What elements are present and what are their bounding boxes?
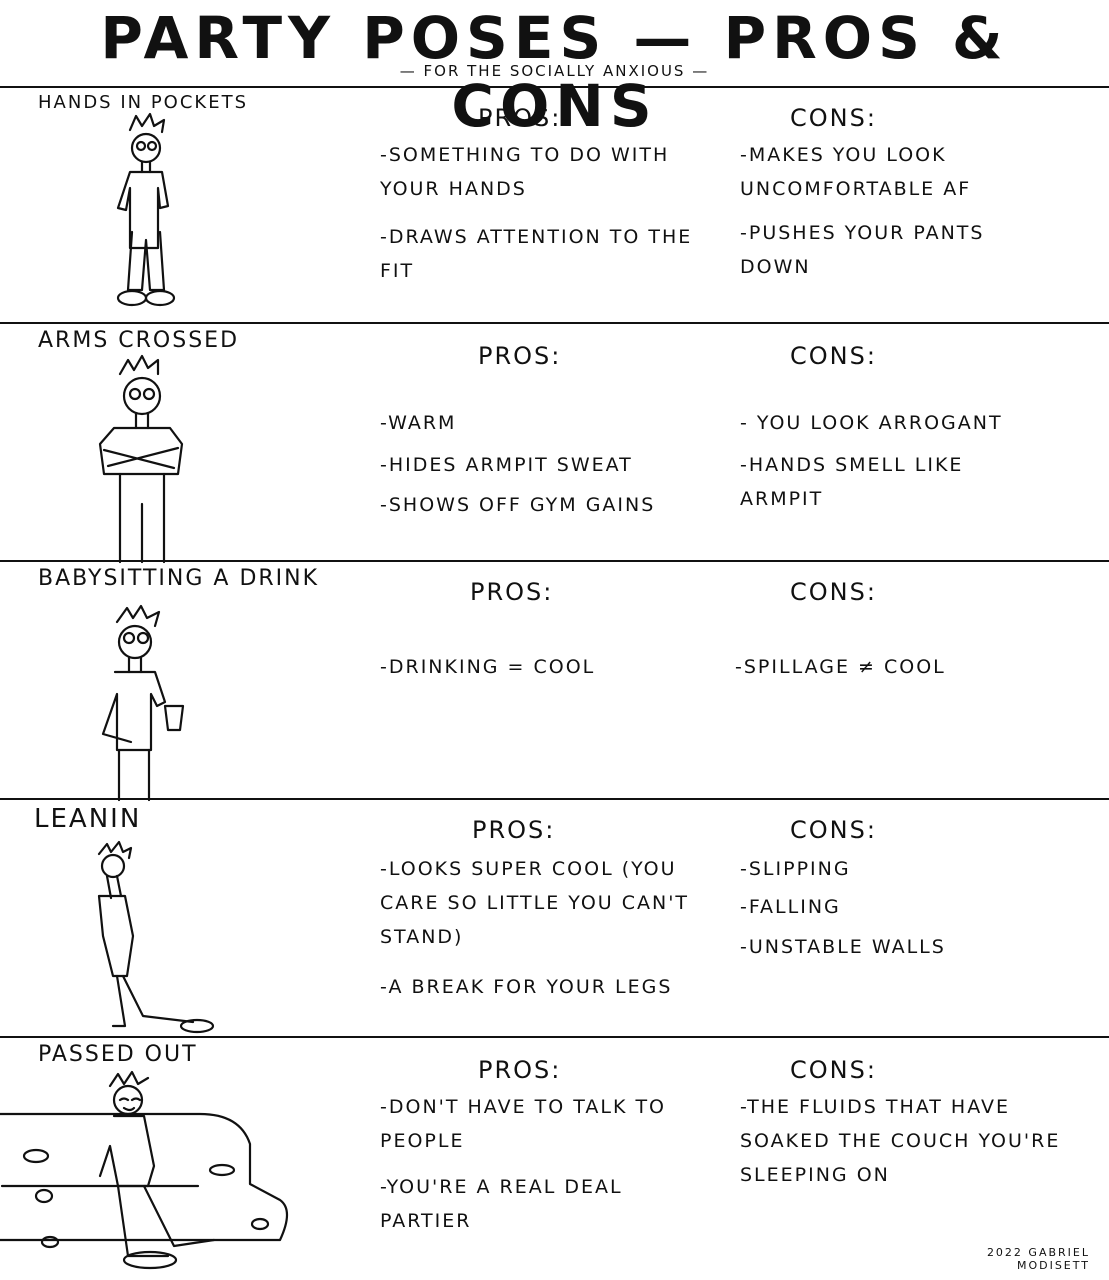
cons-heading: Cons: [790, 1056, 877, 1084]
pro-item: -Warm [380, 412, 457, 434]
pros-heading: Pros: [470, 578, 554, 606]
cons-heading: Cons: [790, 816, 877, 844]
artist-signature: 2022 Gabriel Modisett [950, 1246, 1090, 1272]
pro-item: -Looks super cool (you care so little yo… [380, 858, 690, 948]
con-item: -Unstable walls [740, 936, 946, 958]
pose-row-babysitting-a-drink: Babysitting a Drink Pros: Cons: -Drinkin… [0, 560, 1109, 802]
pose-row-leanin: Leanin Pros: Cons: -Looks super cool (yo… [0, 798, 1109, 1038]
con-item: -Makes you look uncomfortable AF [740, 144, 972, 200]
con-item: -Falling [740, 896, 841, 918]
header: Party Poses — Pros & Cons — For the Soci… [0, 0, 1109, 140]
pro-item: -Hides armpit sweat [380, 454, 633, 476]
con-item: -Spillage ≠ cool [735, 656, 946, 678]
arms-crossed-figure [98, 354, 184, 564]
pro-item: -You're a real deal partier [380, 1176, 623, 1232]
pro-item: -Something to do with your hands [380, 144, 670, 200]
con-item: - You look arrogant [740, 412, 1003, 434]
signature-line: 2022 Gabriel [986, 1246, 1090, 1259]
passed-out-figure [0, 1070, 289, 1270]
pose-name: Passed Out [38, 1042, 198, 1067]
con-item: -The fluids that have soaked the couch y… [740, 1096, 1061, 1186]
pro-item: -Shows off gym gains [380, 494, 656, 516]
pose-row-hands-in-pockets: Hands in Pockets Pros: Cons: -Something … [0, 86, 1109, 324]
pro-item: -A break for your legs [380, 976, 673, 998]
cons-heading: Cons: [790, 578, 877, 606]
hands-in-pockets-figure [116, 112, 176, 307]
pros-heading: Pros: [472, 816, 556, 844]
pros-heading: Pros: [478, 104, 562, 132]
pose-name: Hands in Pockets [38, 92, 249, 113]
con-item: -Hands smell like armpit [740, 454, 964, 510]
cons-heading: Cons: [790, 342, 877, 370]
pose-name: Leanin [34, 804, 142, 834]
con-item: -Slipping [740, 858, 851, 880]
con-item: -Pushes your pants down [740, 222, 985, 278]
page-title: Party Poses — Pros & Cons [100, 4, 1009, 140]
leanin-figure [97, 840, 215, 1034]
pose-row-arms-crossed: Arms Crossed Pros: Cons: -Warm -Hides ar… [0, 322, 1109, 564]
pro-item: -Draws attention to the fit [380, 226, 693, 282]
pro-item: -Drinking = cool [380, 656, 596, 678]
page-subtitle: — For the Socially Anxious — [399, 62, 710, 80]
pro-item: -Don't have to talk to people [380, 1096, 667, 1152]
pose-row-passed-out: Passed Out Pros: Cons: -Don't have to ta… [0, 1036, 1109, 1280]
cons-heading: Cons: [790, 104, 877, 132]
babysitting-drink-figure [101, 604, 185, 802]
pose-name: Arms Crossed [38, 328, 240, 353]
pros-heading: Pros: [478, 342, 562, 370]
pose-name: Babysitting a Drink [38, 566, 320, 591]
pros-heading: Pros: [478, 1056, 562, 1084]
signature-line: Modisett [1016, 1259, 1090, 1272]
